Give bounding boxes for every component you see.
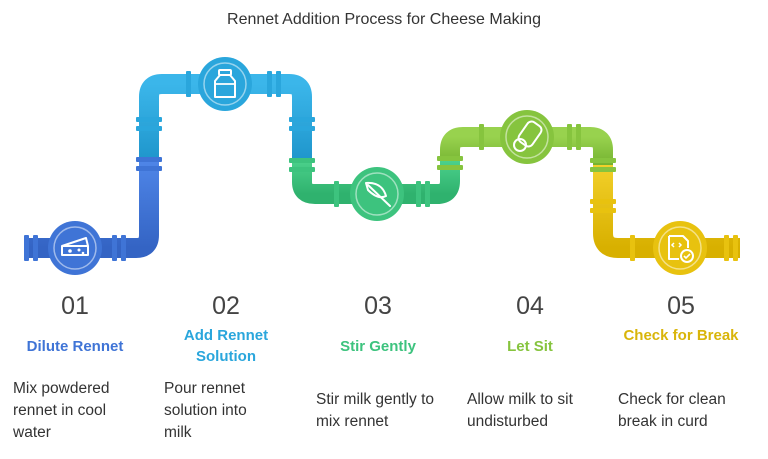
step-5-label: Check for Break	[623, 327, 739, 344]
milk-can-icon	[198, 57, 252, 111]
check-document-icon	[653, 221, 707, 275]
step-5-description: Check for clean break in curd	[618, 391, 726, 430]
step-3-label: Stir Gently	[340, 338, 416, 355]
stir-spoon-icon	[350, 167, 404, 221]
pipe-flanges	[24, 71, 738, 261]
step-1-label: Dilute Rennet	[26, 338, 124, 355]
step-2-label: Add Rennet Solution	[183, 327, 269, 365]
step-1-number: 01	[61, 292, 89, 320]
step-2-description: Pour rennet solution into milk	[164, 380, 247, 441]
step-5-number: 05	[667, 292, 695, 320]
step-2-number: 02	[212, 292, 240, 320]
pipe-segment-1	[26, 160, 159, 258]
step-4-description: Allow milk to sit undisturbed	[467, 391, 573, 430]
step-4-number: 04	[516, 292, 544, 320]
diagram-title: Rennet Addition Process for Cheese Makin…	[227, 11, 541, 28]
cheese-icon	[48, 221, 102, 275]
step-1-description: Mix powdered rennet in cool water	[13, 380, 110, 441]
step-3-number: 03	[364, 292, 392, 320]
pipe-segment-5	[593, 165, 740, 258]
step-3-description: Stir milk gently to mix rennet	[316, 391, 435, 430]
bottle-glass-icon	[500, 110, 554, 164]
step-4-label: Let Sit	[507, 338, 553, 355]
